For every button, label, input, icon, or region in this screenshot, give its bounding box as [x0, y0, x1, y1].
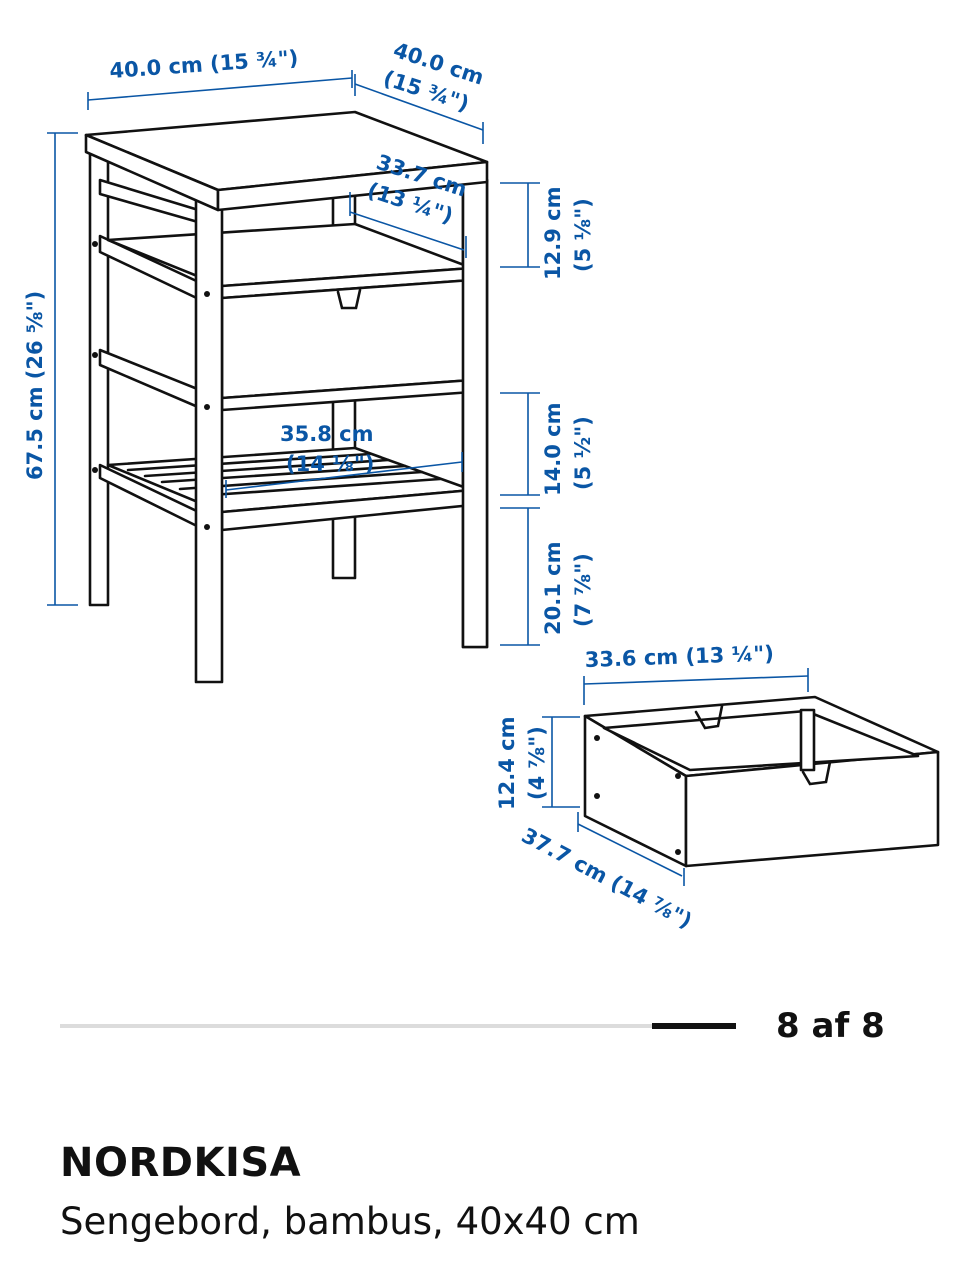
nightstand-illustration: [84, 110, 489, 684]
dim-inner-width-in: (14 ⅛"): [286, 452, 374, 476]
dim-drawer-gap-cm: 14.0 cm: [541, 403, 565, 496]
dim-height: 67.5 cm (26 ⅝"): [23, 291, 47, 480]
dim-drawer-width: 33.6 cm (13 ¼"): [584, 641, 774, 672]
dim-drawer-gap-in: (5 ½"): [571, 416, 595, 490]
product-description: Sengebord, bambus, 40x40 cm: [60, 1200, 640, 1243]
dim-inner-width-cm: 35.8 cm: [280, 422, 373, 446]
drawer-illustration: [583, 695, 940, 868]
dim-drawer-height-cm: 12.4 cm: [495, 717, 519, 810]
dim-top-gap-cm: 12.9 cm: [541, 187, 565, 280]
dim-bottom-gap-in: (7 ⅞"): [571, 553, 595, 627]
dim-drawer-height-in: (4 ⅞"): [525, 726, 549, 800]
product-title: NORDKISA: [60, 1140, 302, 1186]
gallery-progress-indicator: [651, 1023, 736, 1029]
gallery-progress-bar[interactable]: [60, 1023, 736, 1029]
gallery-counter: 8 af 8: [776, 1006, 885, 1046]
product-dimension-drawing: 40.0 cm (15 ¾") 40.0 cm (15 ¾") 67.5 cm …: [23, 38, 940, 933]
dim-bottom-gap-cm: 20.1 cm: [541, 542, 565, 635]
dim-top-gap-in: (5 ⅛"): [571, 198, 595, 272]
dim-width: 40.0 cm (15 ¾"): [109, 46, 299, 83]
